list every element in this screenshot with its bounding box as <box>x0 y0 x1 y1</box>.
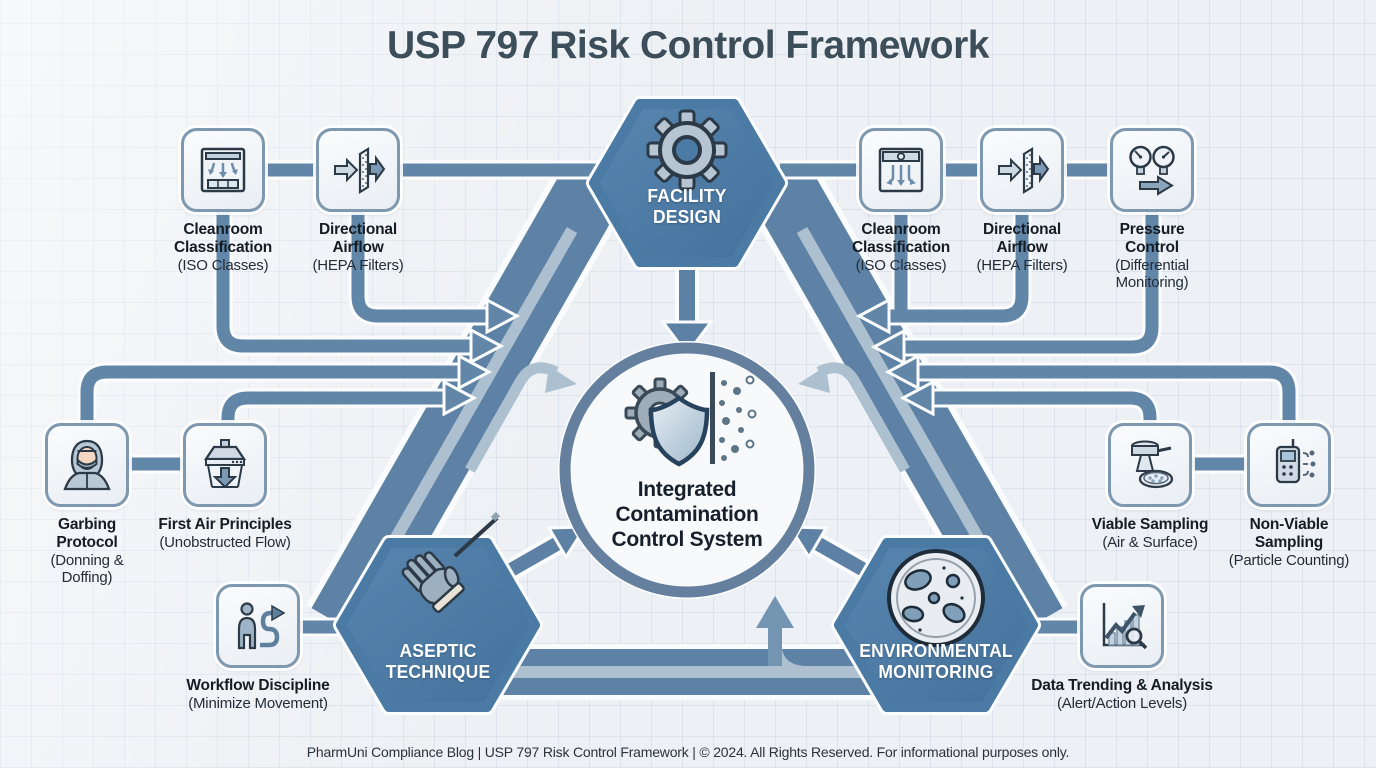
node-title: Directional Airflow <box>983 221 1061 256</box>
node-subtitle: (Air & Surface) <box>1102 534 1198 551</box>
node-subtitle: (HEPA Filters) <box>976 257 1068 274</box>
gear-shield-filter-icon <box>624 372 757 467</box>
cleanroom-icon <box>200 147 246 193</box>
garbed-person-icon <box>63 439 111 491</box>
node-nonviable-sampling: Non-Viable Sampling (Particle Counting) <box>1224 423 1354 569</box>
node-subtitle: (Minimize Movement) <box>188 695 328 712</box>
node-data-trending-analysis: Data Trending & Analysis (Alert/Action L… <box>1014 584 1230 712</box>
hexagon-aseptic-technique <box>333 511 543 715</box>
node-subtitle: (Donning & Doffing) <box>50 552 124 586</box>
pressure-gauges-icon <box>1129 145 1175 196</box>
node-subtitle: (ISO Classes) <box>177 257 269 274</box>
node-title: Viable Sampling <box>1091 516 1209 533</box>
air-sampler-petri-icon <box>1131 440 1174 489</box>
hepa-filter-airflow-icon <box>998 147 1050 194</box>
hex-label-aseptic-technique: ASEPTIC TECHNIQUE <box>385 641 491 682</box>
node-garbing-protocol: Garbing Protocol (Donning & Doffing) <box>35 423 139 586</box>
connector-lines <box>77 160 1299 637</box>
node-subtitle: (HEPA Filters) <box>312 257 404 274</box>
node-cleanroom-classification-left: Cleanroom Classification (ISO Classes) <box>163 128 283 274</box>
hex-label-environmental-monitoring: ENVIRONMENTAL MONITORING <box>859 641 1013 682</box>
cleanroom-circulation-icon <box>878 147 924 193</box>
center-label: Integrated Contamination Control System <box>611 478 763 551</box>
node-subtitle: (Unobstructed Flow) <box>159 534 291 551</box>
hex-label-facility-design: FACILITY DESIGN <box>647 186 727 227</box>
particle-counter-icon <box>1275 439 1316 484</box>
node-viable-sampling: Viable Sampling (Air & Surface) <box>1075 423 1225 551</box>
trend-chart-magnifier-icon <box>1102 603 1148 650</box>
gear-icon <box>646 109 728 191</box>
center-circle <box>558 341 816 599</box>
hexagon-facility-design <box>586 96 788 270</box>
node-title: Cleanroom Classification <box>852 221 950 256</box>
hepa-filter-airflow-icon <box>334 147 386 194</box>
person-path-icon <box>237 602 286 650</box>
node-workflow-discipline: Workflow Discipline (Minimize Movement) <box>166 584 350 712</box>
flow-arrow-to-center-right-icon <box>798 366 830 393</box>
node-directional-airflow-left: Directional Airflow (HEPA Filters) <box>298 128 418 274</box>
node-title: Garbing Protocol <box>56 516 118 551</box>
node-title: Directional Airflow <box>319 221 397 256</box>
node-subtitle: (Differential Monitoring) <box>1115 257 1189 291</box>
node-title: Data Trending & Analysis <box>1031 677 1213 694</box>
node-subtitle: (Alert/Action Levels) <box>1056 695 1188 712</box>
node-cleanroom-classification-right: Cleanroom Classification (ISO Classes) <box>841 128 961 274</box>
node-title: First Air Principles <box>158 516 292 533</box>
node-title: Workflow Discipline <box>186 677 330 694</box>
footer-credit: PharmUni Compliance Blog | USP 797 Risk … <box>306 744 1070 760</box>
node-subtitle: (Particle Counting) <box>1228 552 1350 569</box>
flow-arrow-to-center-left-icon <box>545 366 577 393</box>
inflow-arrowheads <box>442 297 935 417</box>
node-pressure-control: Pressure Control (Differential Monitorin… <box>1092 128 1212 291</box>
gloved-hand-icon <box>401 511 501 613</box>
node-directional-airflow-right: Directional Airflow (HEPA Filters) <box>966 128 1078 274</box>
page-title: USP 797 Risk Control Framework <box>387 24 990 67</box>
center-inflow-arrows <box>491 264 884 678</box>
node-title: Cleanroom Classification <box>174 221 272 256</box>
hexagon-environmental-monitoring <box>831 535 1041 715</box>
petri-dish-icon <box>887 549 985 647</box>
node-first-air-principles: First Air Principles (Unobstructed Flow) <box>143 423 307 551</box>
node-subtitle: (ISO Classes) <box>855 257 947 274</box>
node-title: Pressure Control <box>1119 221 1185 256</box>
node-title: Non-Viable Sampling <box>1249 516 1329 551</box>
laminar-hood-icon <box>203 439 247 489</box>
